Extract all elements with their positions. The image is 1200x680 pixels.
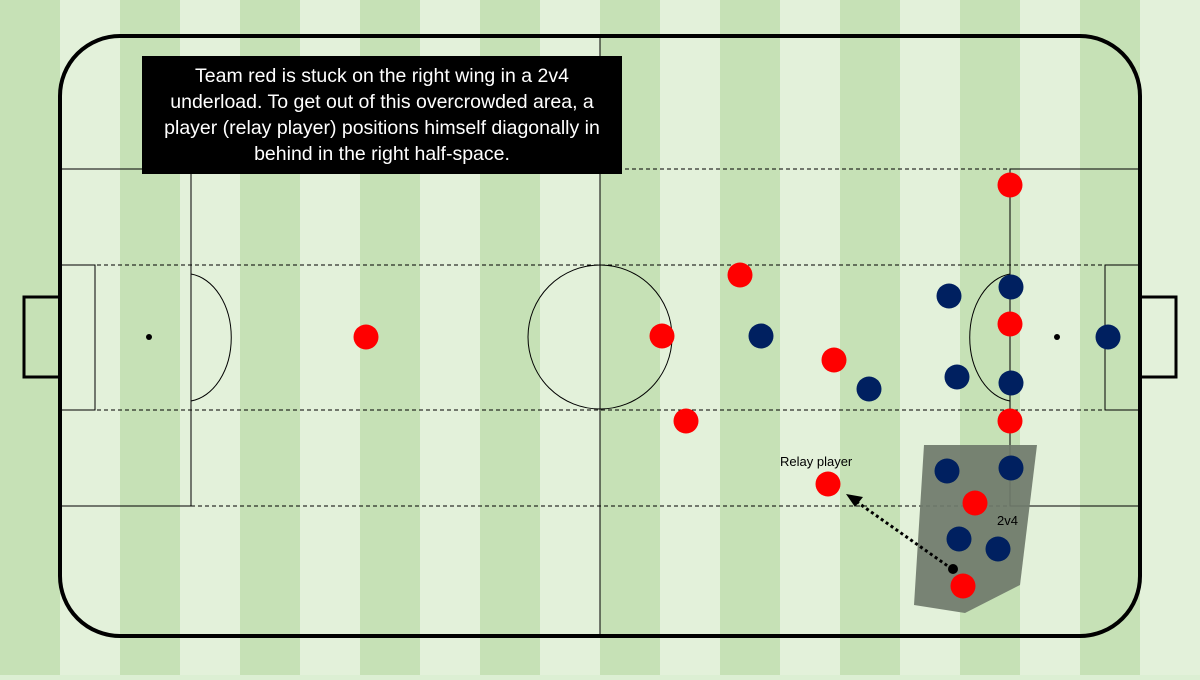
blue-team: [748, 274, 1121, 562]
blue-player: [856, 376, 882, 402]
left-goal: [22, 295, 60, 379]
right-penalty-arc: [969, 273, 1011, 402]
explanation-caption: Team red is stuck on the right wing in a…: [142, 56, 622, 174]
left-penalty-arc: [190, 273, 232, 402]
red-player: [353, 324, 379, 350]
blue-player: [985, 536, 1011, 562]
relay-movement-arrow: [846, 494, 958, 574]
blue-goalkeeper: [1095, 324, 1121, 350]
blue-player: [998, 274, 1024, 300]
blue-player: [748, 323, 774, 349]
red-player: [997, 172, 1023, 198]
right-goal: [1140, 295, 1178, 379]
red-player: [821, 347, 847, 373]
left-penalty-spot: [146, 334, 152, 340]
left-penalty-area: [62, 168, 192, 507]
blue-player: [936, 283, 962, 309]
red-player: [649, 323, 675, 349]
blue-player: [998, 370, 1024, 396]
blue-player: [946, 526, 972, 552]
blue-player: [944, 364, 970, 390]
relay-player-label: Relay player: [780, 454, 853, 469]
underload-label: 2v4: [997, 513, 1018, 528]
red-player: [673, 408, 699, 434]
blue-player: [934, 458, 960, 484]
red-player: [950, 573, 976, 599]
red-player: [727, 262, 753, 288]
red-player: [997, 408, 1023, 434]
red-relay-player: [815, 471, 841, 497]
red-player: [962, 490, 988, 516]
overcrowded-zone: [914, 445, 1037, 613]
blue-player: [998, 455, 1024, 481]
red-player: [997, 311, 1023, 337]
red-team: [353, 172, 1023, 599]
right-penalty-area: [1009, 168, 1138, 507]
right-penalty-spot: [1054, 334, 1060, 340]
